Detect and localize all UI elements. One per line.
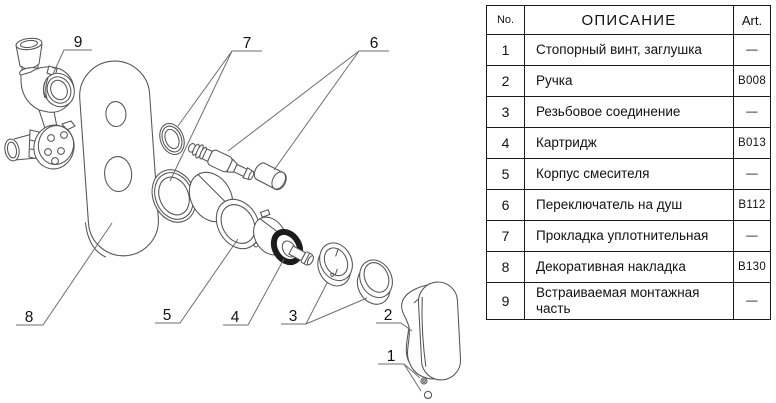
cell-art: B112 [733,189,771,221]
mounting-body-drawing [4,37,76,170]
leader-9 [52,49,92,75]
cell-art: — [733,34,771,66]
sleeve-drawing [188,171,261,250]
cell-no: 6 [486,189,525,221]
cartridge-drawing [253,209,314,266]
diverter-valve-drawing [187,143,255,181]
header-description: ОПИСАНИЕ [524,5,734,35]
thread-ring-drawing [356,259,393,305]
table-row: 2 Ручка B008 [486,65,771,97]
table-row: 1 Стопорный винт, заглушка — [486,34,771,66]
cell-no: 4 [486,127,525,159]
cell-description: Переключатель на душ [524,189,734,221]
table-row: 8 Декоративная накладка B130 [486,251,771,283]
cell-description: Ручка [524,65,734,97]
leader-5 [155,238,239,324]
exploded-diagram: 9 7 6 8 5 4 3 2 1 [4,34,462,400]
cell-no: 3 [486,96,525,128]
callout-7: 7 [243,35,252,52]
cell-no: 8 [486,251,525,283]
screw-plug-drawing [420,377,433,400]
table-row: 9 Встраиваемая монтажная часть — [486,281,771,321]
leader-7 [169,50,262,182]
decor-plate-drawing [79,60,159,258]
cell-art: — [733,158,771,190]
table-row: 3 Резьбовое соединение — [486,96,771,128]
cell-no: 5 [486,158,525,190]
handle-drawing [401,281,462,381]
callout-labels: 9 7 6 8 5 4 3 2 1 [25,34,396,365]
leader-2 [376,322,413,332]
cell-description: Корпус смесителя [524,158,734,190]
cell-art: B008 [733,65,771,97]
callout-5: 5 [163,307,172,324]
leader-4 [223,258,285,326]
leader-3 [281,282,368,325]
cell-art: B013 [733,127,771,159]
header-art: Art. [733,5,771,35]
callout-2: 2 [384,307,393,324]
cell-art: B130 [733,251,771,283]
cell-no: 2 [486,65,525,97]
callout-4: 4 [231,309,240,326]
callout-3: 3 [289,308,298,325]
cell-no: 7 [486,220,525,252]
cell-art: — [733,96,771,128]
leader-1 [378,363,422,392]
cell-description: Резьбовое соединение [524,96,734,128]
leader-6 [227,50,389,171]
cell-description: Прокладка уплотнительная [524,220,734,252]
cell-no: 9 [486,281,525,321]
lock-ring-drawing [317,242,353,287]
table-row: 5 Корпус смесителя — [486,158,771,190]
leader-8 [16,222,113,326]
leader-lines [16,49,422,392]
callout-6: 6 [370,35,379,52]
cell-art: — [733,281,771,321]
gasket-small-drawing [159,123,185,155]
table-row: 6 Переключатель на душ B112 [486,189,771,221]
diverter-button-drawing [253,162,287,191]
cell-no: 1 [486,34,525,66]
table-row: 4 Картридж B013 [486,127,771,159]
cell-art: — [733,220,771,252]
cell-description: Встраиваемая монтажная часть [524,281,734,321]
parts-table: No. ОПИСАНИЕ Art. 1 Стопорный винт, загл… [486,5,771,321]
cell-description: Декоративная накладка [524,251,734,283]
callout-1: 1 [387,348,396,365]
cell-description: Стопорный винт, заглушка [524,34,734,66]
callout-9: 9 [74,34,83,51]
table-row: 7 Прокладка уплотнительная — [486,220,771,252]
table-header-row: No. ОПИСАНИЕ Art. [486,5,771,35]
callout-8: 8 [25,309,34,326]
header-no: No. [486,5,525,35]
cell-description: Картридж [524,127,734,159]
